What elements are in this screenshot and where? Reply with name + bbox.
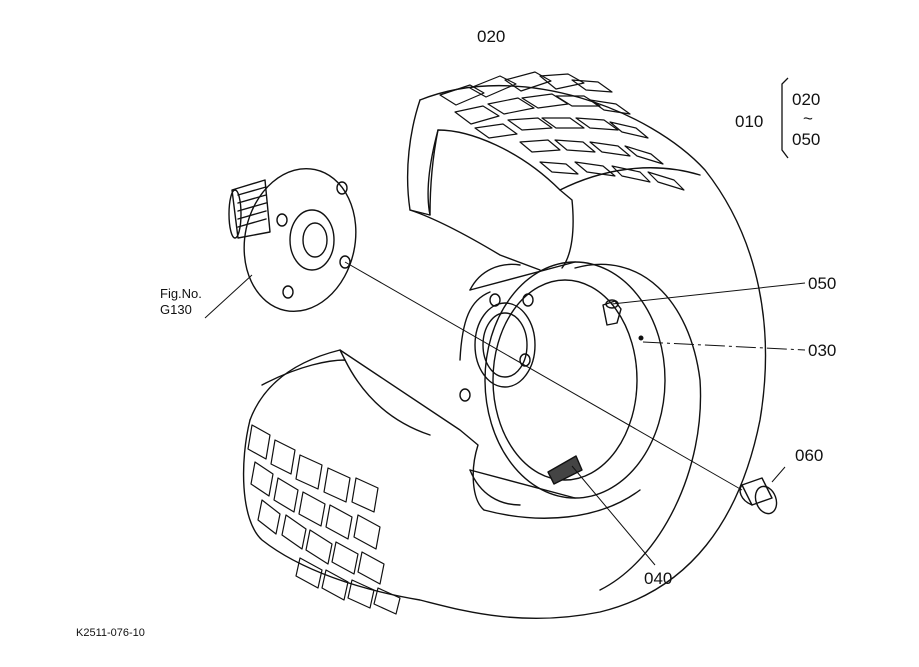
range-bracket [781, 77, 789, 159]
callout-range-start: 020 [792, 90, 821, 109]
leader-030 [642, 341, 806, 351]
callout-weight: 040 [644, 569, 673, 588]
callout-range-end: 050 [792, 130, 821, 149]
balance-weight [547, 455, 583, 485]
hub-flange [243, 167, 357, 313]
lower-tread [247, 424, 401, 615]
callout-tire: 020 [477, 27, 506, 46]
leader-040 [571, 465, 656, 566]
upper-tread [439, 71, 685, 191]
callout-range-sep: ~ [803, 109, 813, 128]
tire-outer-outline [242, 84, 767, 620]
drawing-code: K2511-076-10 [76, 627, 145, 639]
figure-reference: Fig.No. G130 [160, 286, 202, 318]
figure-reference-line-2: G130 [160, 302, 192, 317]
hub-opening [474, 302, 536, 388]
callout-rim: 030 [808, 341, 837, 360]
splined-shaft [231, 179, 271, 239]
callout-assembly: 010 [735, 112, 764, 131]
leader-060 [771, 466, 786, 483]
callout-bolt: 060 [795, 446, 824, 465]
leader-axis [344, 261, 743, 491]
figure-reference-line-1: Fig.No. [160, 286, 202, 301]
valve-stem [602, 300, 622, 326]
callout-valve: 050 [808, 274, 837, 293]
wheel-bolt [739, 477, 778, 515]
leader-g130 [204, 274, 253, 319]
leader-050 [611, 282, 806, 305]
rim-inner [492, 279, 638, 481]
